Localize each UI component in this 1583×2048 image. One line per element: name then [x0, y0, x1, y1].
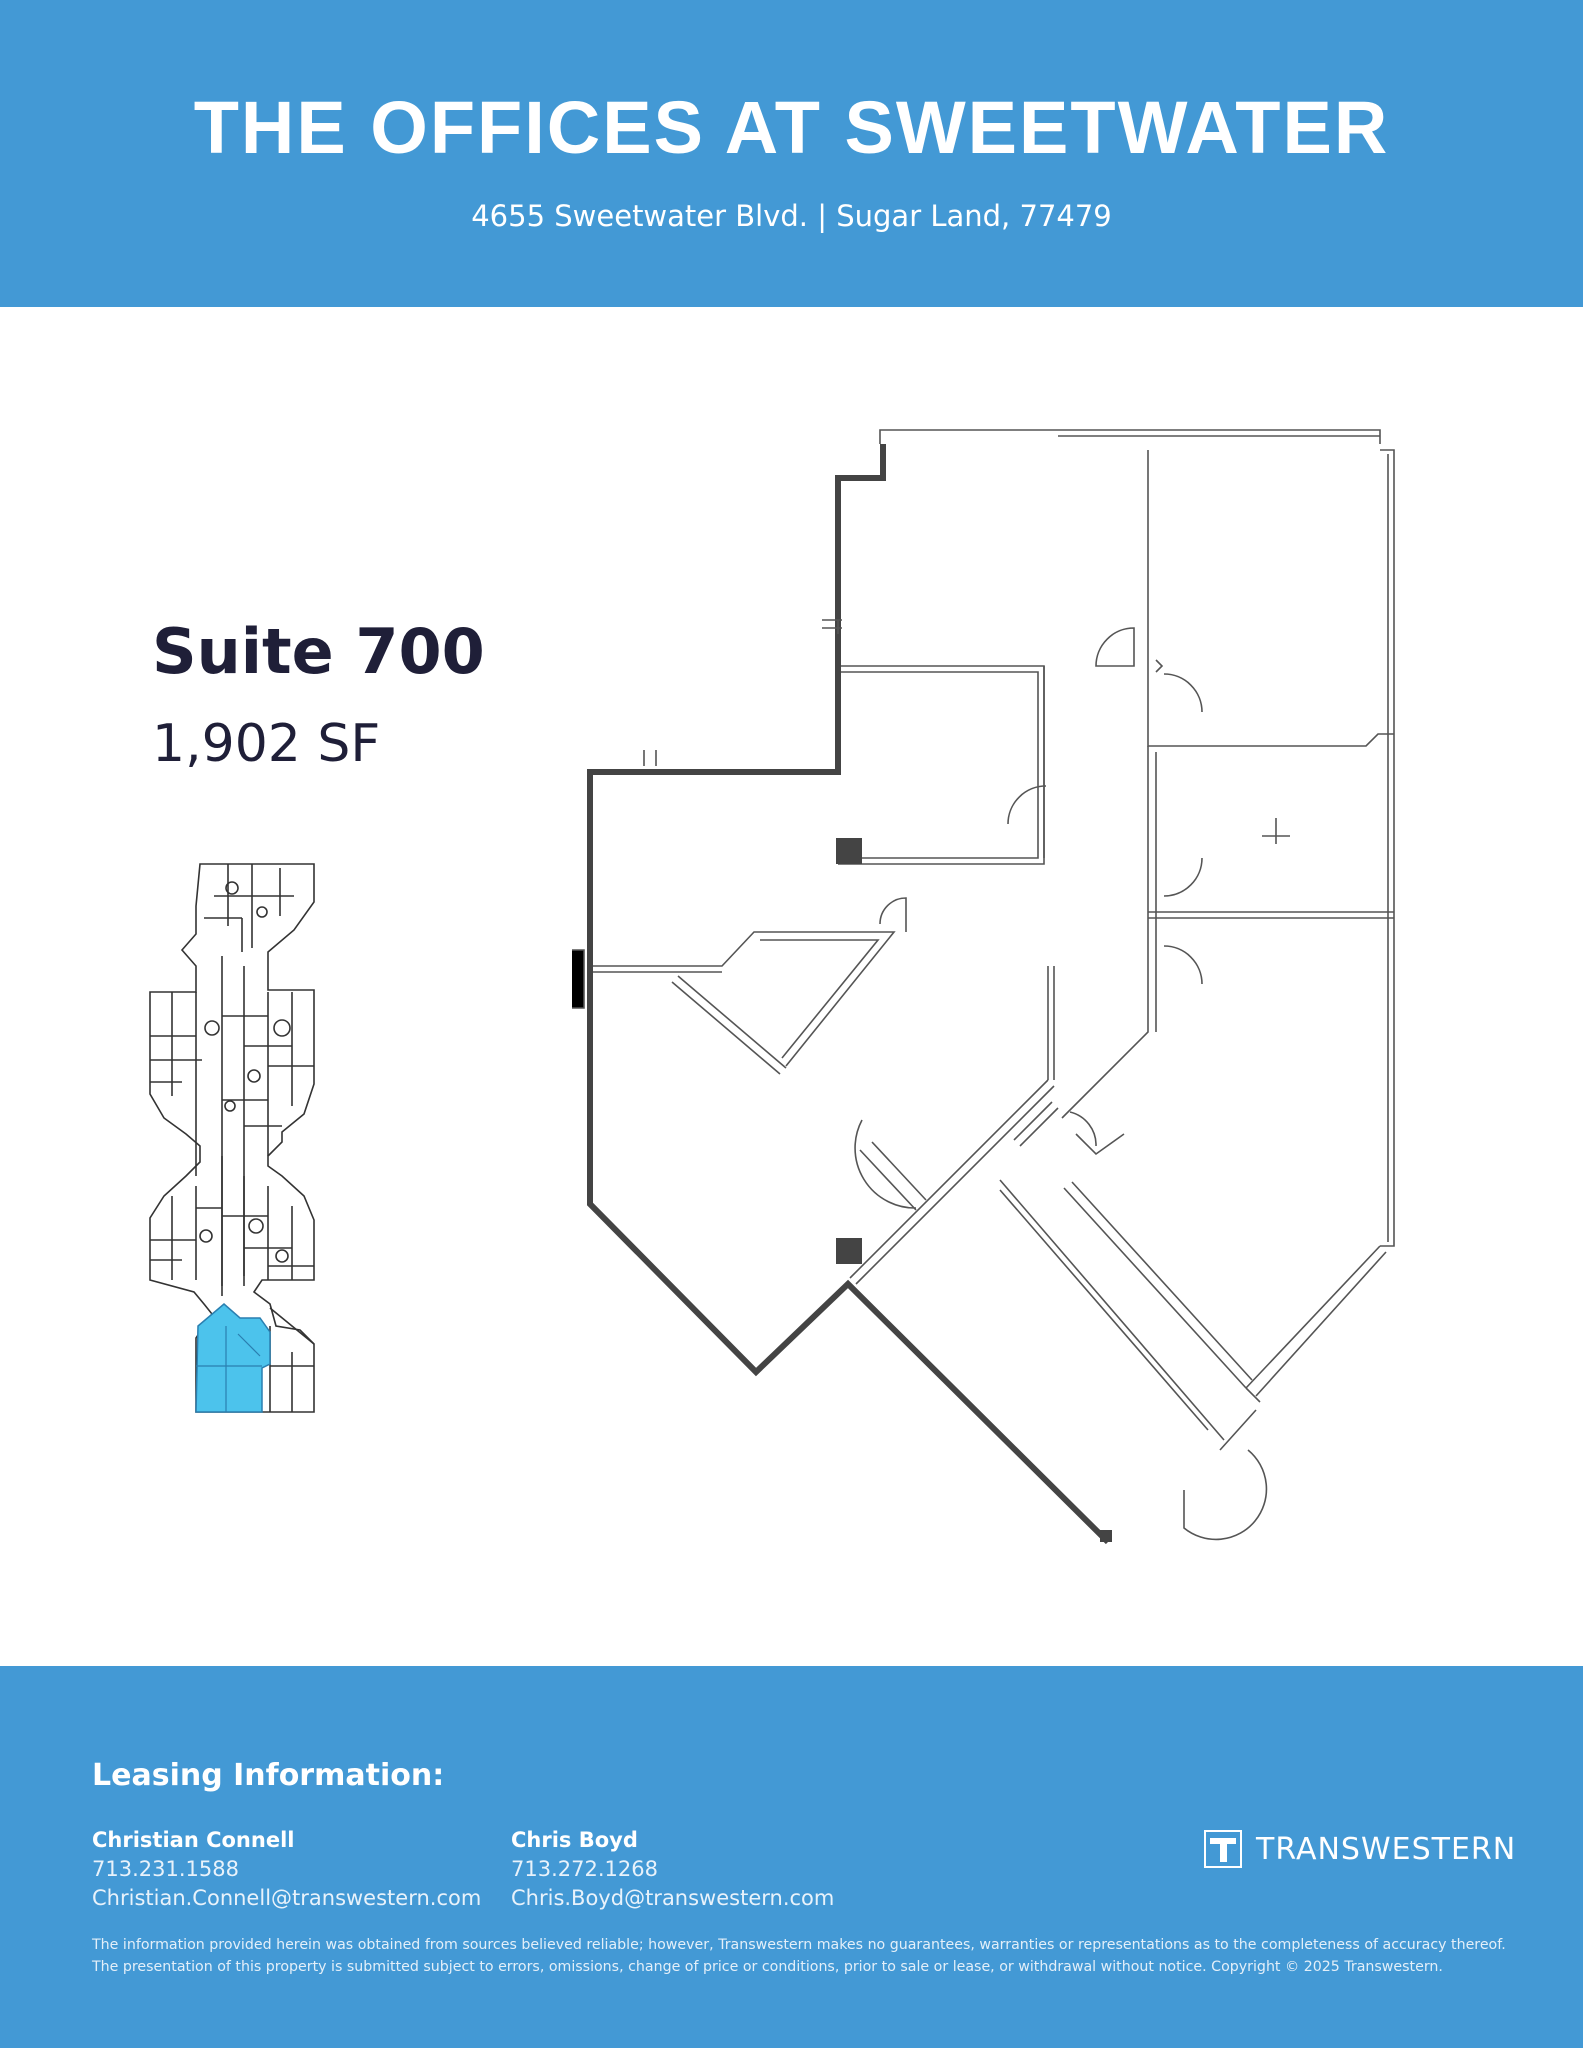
- footer-banner: Leasing Information: Christian Connell 7…: [0, 1666, 1583, 2048]
- contact-phone[interactable]: 713.272.1268: [511, 1857, 658, 1881]
- disclaimer-line: The presentation of this property is sub…: [92, 1959, 1443, 1975]
- logo-text: TRANSWESTERN: [1256, 1831, 1517, 1867]
- building-key-plan: [149, 863, 315, 1413]
- contact-card: Chris Boyd 713.272.1268 Chris.Boyd@trans…: [511, 1826, 834, 1913]
- disclaimer-line: The information provided herein was obta…: [92, 1937, 1506, 1953]
- disclaimer: The information provided herein was obta…: [92, 1934, 1512, 1978]
- page-title: THE OFFICES AT SWEETWATER: [193, 86, 1390, 169]
- contact-card: Christian Connell 713.231.1588 Christian…: [92, 1826, 481, 1913]
- contact-email[interactable]: Chris.Boyd@transwestern.com: [511, 1886, 835, 1910]
- transwestern-logo-icon: [1204, 1830, 1242, 1868]
- contact-email[interactable]: Christian.Connell@transwestern.com: [92, 1886, 482, 1910]
- transwestern-logo: TRANSWESTERN: [1204, 1829, 1516, 1869]
- contact-name: Christian Connell: [92, 1828, 295, 1852]
- header-banner: THE OFFICES AT SWEETWATER 4655 Sweetwate…: [0, 0, 1583, 307]
- leasing-heading: Leasing Information:: [92, 1758, 445, 1793]
- contact-name: Chris Boyd: [511, 1828, 638, 1852]
- suite-floor-plan: [572, 429, 1395, 1545]
- suite-highlight: [195, 1303, 271, 1413]
- contact-phone[interactable]: 713.231.1588: [92, 1857, 239, 1881]
- suite-area: 1,902 SF: [152, 714, 381, 774]
- property-address: 4655 Sweetwater Blvd. | Sugar Land, 7747…: [471, 199, 1112, 233]
- suite-name: Suite 700: [152, 615, 485, 688]
